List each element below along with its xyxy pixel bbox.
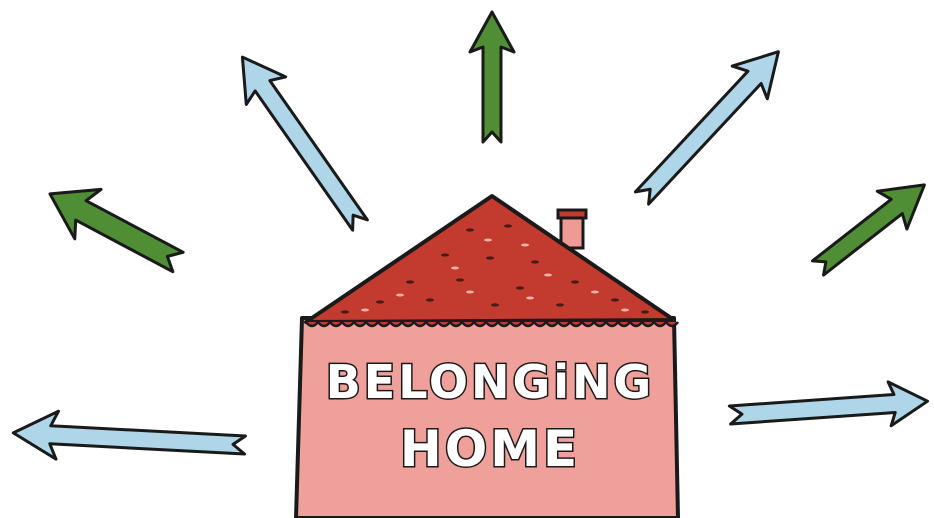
sign-line-1: BELONGiNG [326,355,655,409]
arrow-icon [470,12,514,142]
arrow-icon [12,409,246,469]
arrow-icon [37,169,191,287]
sign-line-2: HOME [400,420,580,478]
arrow-icon [728,379,929,437]
arrow-icon [223,43,380,238]
arrow-icon [624,35,796,214]
arrow-icon [803,166,934,287]
house-icon: BELONGiNG HOME [296,196,678,518]
